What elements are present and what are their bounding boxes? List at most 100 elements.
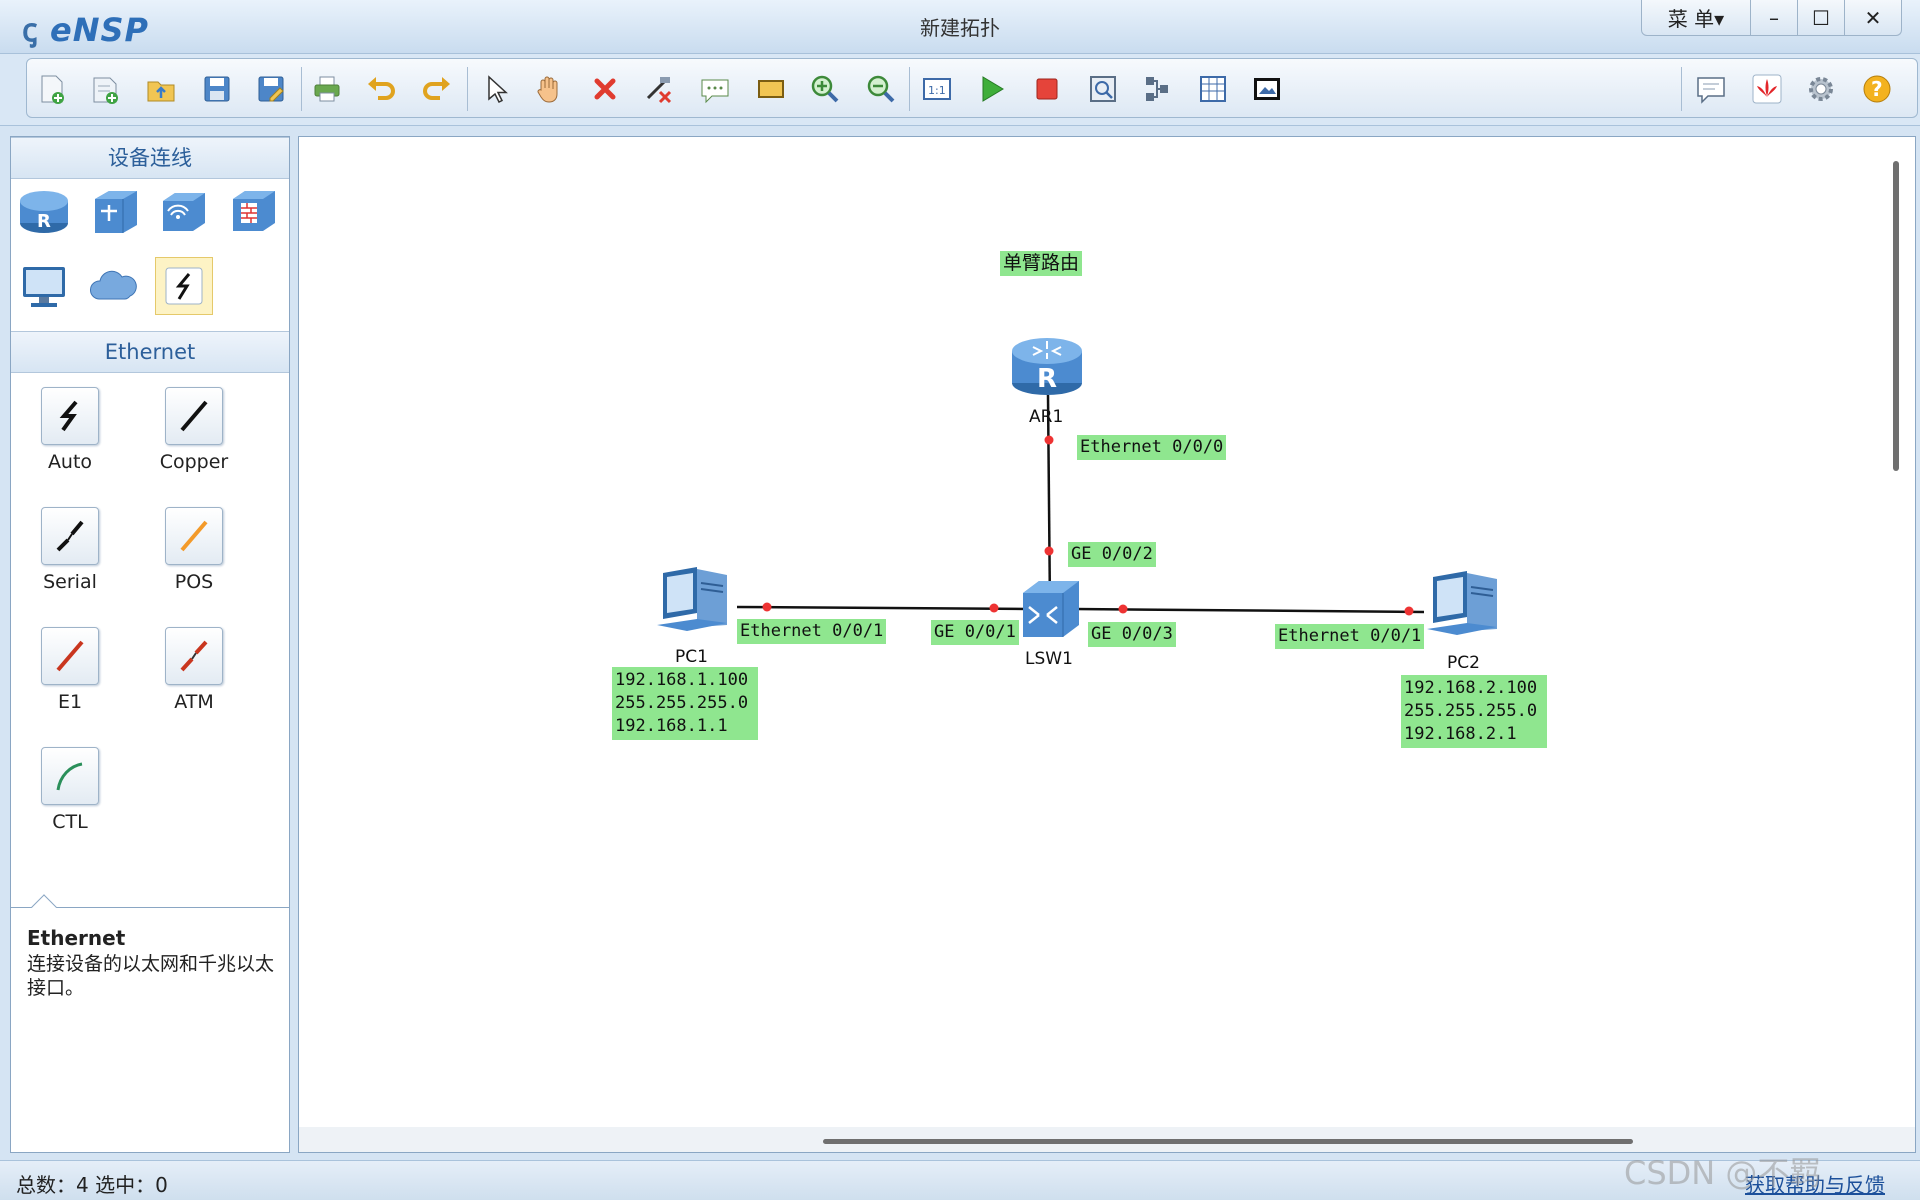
topology-title[interactable]: 单臂路由 (1000, 251, 1083, 276)
router-icon[interactable]: R (15, 183, 73, 241)
save-icon[interactable] (197, 69, 237, 109)
port-label-lsw1-ge002[interactable]: GE 0/0/2 (1068, 542, 1156, 567)
cable-serial[interactable]: Serial (15, 507, 125, 619)
port-label-pc1-eth001[interactable]: Ethernet 0/0/1 (737, 619, 887, 644)
zoom-in-icon[interactable] (805, 69, 845, 109)
e1-cable-icon[interactable] (41, 627, 99, 685)
cable-e1[interactable]: E1 (15, 627, 125, 739)
topology-icon[interactable] (1137, 69, 1177, 109)
router-icon: R (1012, 338, 1082, 395)
capture-icon[interactable] (1083, 69, 1123, 109)
auto-cable-icon[interactable] (41, 387, 99, 445)
description-title: Ethernet (27, 926, 126, 950)
maximize-button[interactable]: ☐ (1797, 0, 1845, 36)
port-label-lsw1-ge001[interactable]: GE 0/0/1 (931, 620, 1019, 645)
cable-auto[interactable]: Auto (15, 387, 125, 499)
link-pc1-lsw1[interactable] (736, 605, 1028, 611)
new-example-icon[interactable] (85, 69, 125, 109)
pc2-ip-config[interactable]: 192.168.2.100 255.255.255.0 192.168.2.1 (1401, 675, 1548, 748)
port-dot (1118, 604, 1128, 614)
redo-icon[interactable] (417, 69, 457, 109)
feedback-icon[interactable] (1691, 69, 1731, 109)
serial-cable-icon[interactable] (41, 507, 99, 565)
settings-icon[interactable] (1801, 69, 1841, 109)
pc-pc1[interactable] (653, 565, 737, 646)
toolbar-separator (1681, 67, 1682, 111)
screenshot-icon[interactable] (1247, 69, 1287, 109)
port-dot (1404, 606, 1414, 616)
port-label-ar1-eth000[interactable]: Ethernet 0/0/0 (1077, 435, 1227, 460)
link-lsw1-pc2[interactable] (1074, 607, 1425, 614)
rectangle-icon[interactable] (751, 69, 791, 109)
close-button[interactable]: ✕ (1844, 0, 1902, 36)
undo-icon[interactable] (361, 69, 401, 109)
huawei-icon[interactable] (1747, 69, 1787, 109)
fit-view-icon[interactable]: 1:1 (917, 69, 957, 109)
device-label-pc1: PC1 (675, 647, 708, 667)
zoom-out-icon[interactable] (861, 69, 901, 109)
pos-cable-icon[interactable] (165, 507, 223, 565)
new-topology-icon[interactable] (31, 69, 71, 109)
cable-pos[interactable]: POS (139, 507, 249, 619)
cloud-icon[interactable] (85, 257, 143, 315)
minimize-button[interactable]: – (1750, 0, 1798, 36)
select-icon[interactable] (475, 69, 515, 109)
watermark: CSDN @不羁 (1624, 1154, 1822, 1192)
cable-icon[interactable] (155, 257, 213, 315)
help-icon[interactable]: ? (1857, 69, 1897, 109)
pc-pc2[interactable] (1423, 569, 1507, 650)
grid-icon[interactable] (1193, 69, 1233, 109)
stop-device-icon[interactable] (1027, 69, 1067, 109)
link-ar1-lsw1[interactable] (1046, 394, 1052, 610)
pan-hand-icon[interactable] (529, 69, 569, 109)
cable-ctl[interactable]: CTL (15, 747, 125, 859)
toolbar: 1:1 ? (26, 58, 1918, 118)
help-feedback-link[interactable]: 获取帮助与反馈 (1745, 1173, 1885, 1197)
atm-cable-icon[interactable] (165, 627, 223, 685)
wlan-icon[interactable] (155, 183, 213, 241)
copper-cable-icon[interactable] (165, 387, 223, 445)
save-as-icon[interactable] (251, 69, 291, 109)
topology-links (736, 394, 1425, 616)
port-label-lsw1-ge003[interactable]: GE 0/0/3 (1088, 622, 1176, 647)
cable-copper[interactable]: Copper (139, 387, 249, 499)
pc1-ip-address: 192.168.1.100 (615, 670, 749, 690)
ctl-cable-icon[interactable] (41, 747, 99, 805)
port-dot (762, 602, 772, 612)
toolbar-area: 1:1 ? (0, 54, 1920, 126)
pc2-subnet-mask: 255.255.255.0 (1404, 701, 1538, 721)
delete-icon[interactable] (585, 69, 625, 109)
vertical-scrollbar[interactable] (1893, 161, 1899, 471)
switch-lsw1[interactable] (1015, 573, 1085, 648)
pc1-subnet-mask: 255.255.255.0 (615, 693, 749, 713)
delete-link-icon[interactable] (639, 69, 679, 109)
device-label-pc2: PC2 (1447, 653, 1480, 673)
svg-text:?: ? (1871, 77, 1883, 101)
cable-panel-header: Ethernet (11, 331, 289, 373)
start-device-icon[interactable] (971, 69, 1011, 109)
topology-canvas-frame: 单臂路由 R AR1 LSW1 PC1 PC2 Ethernet 0/0/0 G… (298, 136, 1916, 1153)
text-annotation-icon[interactable] (695, 69, 735, 109)
pc1-ip-config[interactable]: 192.168.1.100 255.255.255.0 192.168.1.1 (612, 667, 759, 740)
pc2-ip-address: 192.168.2.100 (1404, 678, 1538, 698)
open-icon[interactable] (141, 69, 181, 109)
device-label-ar1: AR1 (1029, 407, 1064, 427)
device-panel: 设备连线 R Ethernet Auto Copper Serial POS E… (10, 136, 290, 1153)
topology-canvas[interactable]: 单臂路由 R AR1 LSW1 PC1 PC2 Ethernet 0/0/0 G… (299, 137, 1887, 1127)
description-pointer (31, 894, 57, 920)
description-text: 连接设备的以太网和千兆以太接口。 (27, 953, 275, 999)
device-label-lsw1: LSW1 (1025, 649, 1073, 669)
pc-icon[interactable] (15, 257, 73, 315)
port-label-pc2-eth001[interactable]: Ethernet 0/0/1 (1275, 624, 1425, 649)
firewall-icon[interactable] (225, 183, 283, 241)
cable-atm[interactable]: ATM (139, 627, 249, 739)
switch-icon[interactable] (85, 183, 143, 241)
menu-button[interactable]: 菜 单▾ (1641, 0, 1751, 36)
status-counts: 总数：4 选中：0 (16, 1173, 168, 1197)
pc-icon (657, 567, 727, 631)
print-icon[interactable] (307, 69, 347, 109)
toolbar-separator (467, 67, 468, 111)
pc-icon (1427, 571, 1497, 635)
horizontal-scrollbar[interactable] (823, 1139, 1633, 1144)
router-ar1[interactable]: R (1009, 327, 1085, 406)
